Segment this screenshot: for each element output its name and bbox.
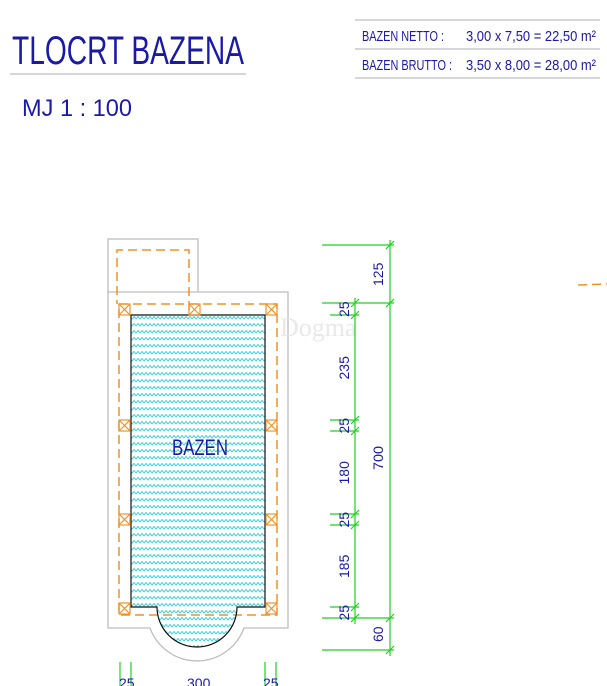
dimension-h-300: 300 (187, 675, 211, 686)
area-summary-table: BAZEN NETTO : 3,00 x 7,50 = 22,50 m² BAZ… (355, 19, 600, 79)
dimension-total: 700 (370, 446, 386, 470)
column-marker (265, 419, 278, 432)
dimension-v-235: 235 (336, 356, 352, 380)
column-marker (265, 303, 278, 316)
adjacent-structure-dash (577, 283, 607, 286)
dimension-tick (350, 298, 360, 308)
dimension-v-25: 25 (336, 301, 352, 317)
column-marker (118, 303, 131, 316)
dimension-tick (350, 602, 360, 612)
dimension-tick (350, 310, 360, 320)
vertical-dimensions: 125 25 235 25 180 25 185 25 60 (322, 240, 395, 656)
dimension-v-25: 25 (336, 418, 352, 434)
dimension-tick (385, 240, 395, 250)
dimension-v-185: 185 (336, 554, 352, 578)
netto-formula: 3,00 x 7,50 = 22,50 m² (466, 28, 596, 45)
dimension-tick (385, 613, 395, 623)
dimension-v-125: 125 (370, 262, 386, 286)
column-marker (118, 419, 131, 432)
dimension-v-180: 180 (336, 461, 352, 485)
horizontal-dimensions: 25 300 25 (119, 662, 279, 686)
pool-label: BAZEN (172, 435, 228, 460)
dimension-tick (350, 520, 360, 530)
brutto-formula: 3,50 x 8,00 = 28,00 m² (466, 57, 596, 74)
dimension-tick (350, 613, 360, 623)
column-marker (118, 602, 131, 615)
pool-water (130, 314, 266, 648)
dimension-h-25-left: 25 (119, 675, 135, 686)
dimension-tick (350, 426, 360, 436)
column-marker (265, 513, 278, 526)
watermark: Dogma (280, 313, 357, 342)
dimension-tick (385, 298, 395, 308)
columns (118, 303, 278, 615)
dimension-v-25: 25 (336, 605, 352, 621)
dimension-v-60: 60 (370, 626, 386, 642)
dimension-tick (385, 645, 395, 655)
column-marker (188, 303, 201, 316)
brutto-label: BAZEN BRUTTO : (362, 57, 452, 74)
drawing-scale: MJ 1 : 100 (22, 95, 132, 122)
column-marker (118, 513, 131, 526)
column-marker (265, 602, 278, 615)
dimension-h-25-right: 25 (263, 675, 279, 686)
dimension-v-25: 25 (336, 512, 352, 528)
netto-label: BAZEN NETTO : (362, 28, 444, 45)
drawing-title: TLOCRT BAZENA (12, 29, 244, 73)
dimension-tick (350, 509, 360, 519)
dimension-tick (350, 415, 360, 425)
